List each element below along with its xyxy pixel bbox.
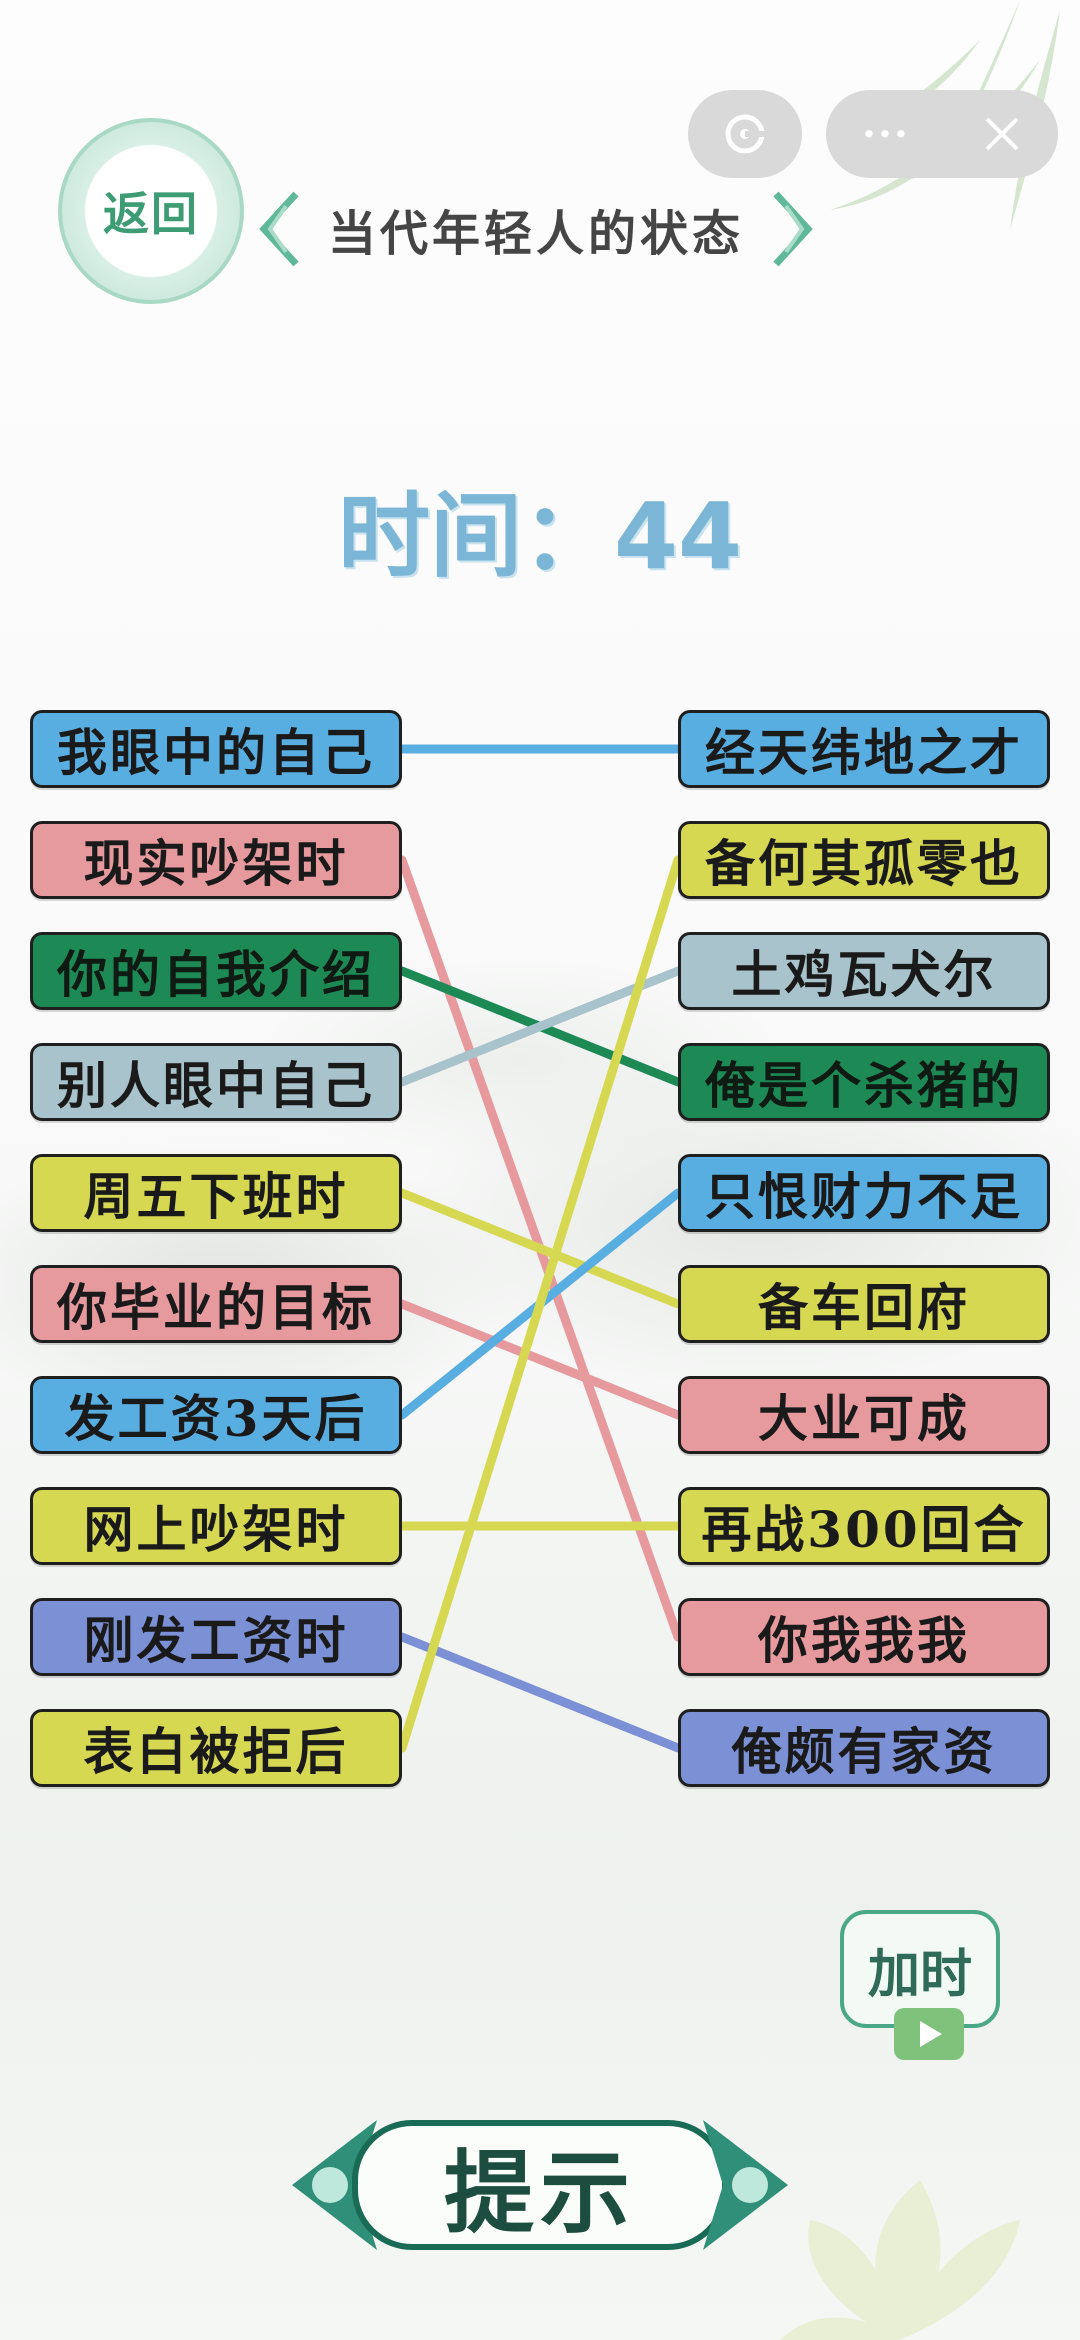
left-card-label: 现实吵架时 xyxy=(83,834,349,893)
connection-line-5 xyxy=(397,1299,683,1420)
back-label: 返回 xyxy=(103,187,199,241)
hint-right-ornament xyxy=(703,2120,788,2250)
mini-program-menu-capsule: ··· xyxy=(826,90,1058,178)
connection-line-8 xyxy=(397,1632,683,1753)
right-card-1[interactable]: 备何其孤零也 xyxy=(678,821,1050,899)
right-card-label: 大业可成 xyxy=(758,1389,970,1448)
left-card-2[interactable]: 你的自我介绍 xyxy=(30,932,402,1010)
left-card-4[interactable]: 周五下班时 xyxy=(30,1154,402,1232)
right-card-label: 你我我我 xyxy=(758,1611,970,1670)
left-card-label: 表白被拒后 xyxy=(83,1722,349,1781)
hint-label: 提示 xyxy=(444,2140,636,2246)
left-card-3[interactable]: 别人眼中自己 xyxy=(30,1043,402,1121)
chevron-left-icon xyxy=(259,191,299,267)
left-card-6[interactable]: 发工资3天后 xyxy=(30,1376,402,1454)
left-card-label: 网上吵架时 xyxy=(83,1500,349,1559)
hint-left-ornament xyxy=(292,2120,377,2250)
timer-label: 时间： xyxy=(337,483,614,590)
left-card-label: 你毕业的目标 xyxy=(57,1278,375,1337)
right-card-label: 土鸡瓦犬尔 xyxy=(731,945,997,1004)
right-card-6[interactable]: 大业可成 xyxy=(678,1376,1050,1454)
hint-plaque: 提示 xyxy=(352,2120,728,2250)
left-card-label: 我眼中的自己 xyxy=(57,723,375,782)
left-card-7[interactable]: 网上吵架时 xyxy=(30,1487,402,1565)
connection-line-9 xyxy=(397,855,683,1753)
left-card-label: 周五下班时 xyxy=(83,1167,349,1226)
add-time-button[interactable]: 加时 xyxy=(840,1910,1010,2080)
right-card-3[interactable]: 俺是个杀猪的 xyxy=(678,1043,1050,1121)
connection-line-3 xyxy=(397,966,683,1087)
right-card-0[interactable]: 经天纬地之才 xyxy=(678,710,1050,788)
right-card-label: 经天纬地之才 xyxy=(705,723,1023,782)
timer-value: 44 xyxy=(613,483,743,590)
countdown-timer: 时间：44 xyxy=(0,462,1080,595)
left-card-label: 刚发工资时 xyxy=(83,1611,349,1670)
back-button[interactable]: 返回 xyxy=(58,118,244,304)
video-icon xyxy=(894,2008,964,2060)
right-card-2[interactable]: 土鸡瓦犬尔 xyxy=(678,932,1050,1010)
right-card-label: 只恨财力不足 xyxy=(705,1167,1023,1226)
close-icon[interactable] xyxy=(982,114,1022,154)
right-card-7[interactable]: 再战300回合 xyxy=(678,1487,1050,1565)
level-title-bar: 当代年轻人的状态 xyxy=(256,186,816,272)
left-card-label: 你的自我介绍 xyxy=(57,945,375,1004)
connection-line-2 xyxy=(397,966,683,1087)
chevron-right-icon xyxy=(773,191,813,267)
left-card-8[interactable]: 刚发工资时 xyxy=(30,1598,402,1676)
share-button[interactable] xyxy=(688,90,802,178)
add-time-label: 加时 xyxy=(867,1943,972,2005)
left-card-label: 别人眼中自己 xyxy=(57,1056,375,1115)
right-card-9[interactable]: 俺颇有家资 xyxy=(678,1709,1050,1787)
right-card-label: 俺是个杀猪的 xyxy=(705,1056,1023,1115)
hint-button[interactable]: 提示 xyxy=(272,2110,808,2260)
right-card-8[interactable]: 你我我我 xyxy=(678,1598,1050,1676)
right-card-4[interactable]: 只恨财力不足 xyxy=(678,1154,1050,1232)
connection-line-6 xyxy=(397,1188,683,1420)
left-card-9[interactable]: 表白被拒后 xyxy=(30,1709,402,1787)
share-icon xyxy=(725,114,765,154)
level-title: 当代年轻人的状态 xyxy=(327,206,744,262)
left-card-1[interactable]: 现实吵架时 xyxy=(30,821,402,899)
left-card-label: 发工资3天后 xyxy=(64,1389,368,1448)
right-card-5[interactable]: 备车回府 xyxy=(678,1265,1050,1343)
connection-line-1 xyxy=(397,855,683,1642)
more-dots-icon[interactable]: ··· xyxy=(862,110,910,158)
left-card-5[interactable]: 你毕业的目标 xyxy=(30,1265,402,1343)
right-card-label: 再战300回合 xyxy=(701,1500,1027,1559)
left-card-0[interactable]: 我眼中的自己 xyxy=(30,710,402,788)
connection-line-4 xyxy=(397,1188,683,1309)
right-card-label: 俺颇有家资 xyxy=(731,1722,997,1781)
right-card-label: 备车回府 xyxy=(758,1278,970,1337)
right-card-label: 备何其孤零也 xyxy=(705,834,1023,893)
